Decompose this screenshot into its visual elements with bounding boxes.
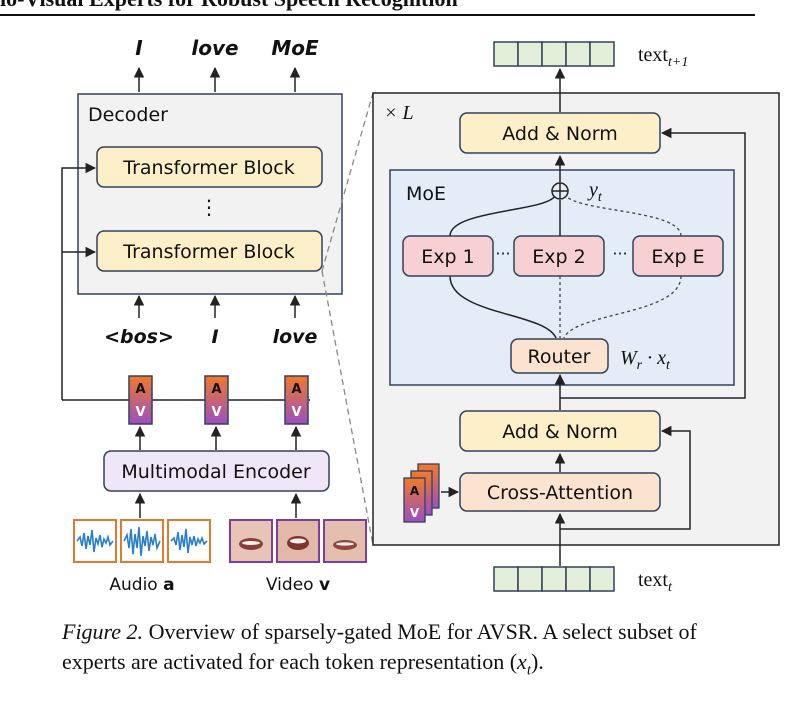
cross-attention (459, 472, 661, 512)
input-token-1: <bos> (104, 326, 174, 348)
add-norm-bottom-label: Add & Norm (502, 421, 618, 443)
svg-text:A: A (211, 382, 221, 397)
av-to-block-top-arrow (61, 162, 97, 400)
expert-dots-2: ··· (612, 244, 627, 263)
output-token-1: I (135, 36, 143, 60)
output-token-3: MoE (271, 36, 319, 60)
transformer-block-top (96, 146, 323, 188)
zoom-line-bottom (321, 270, 374, 546)
router (510, 338, 609, 374)
input-token-3: love (273, 326, 318, 348)
decoder-inputs: <bos> I love (104, 294, 318, 348)
text-input-label: textt (638, 569, 673, 595)
video-label: Video v (266, 575, 330, 595)
router-label: Router (528, 346, 591, 368)
expert-1-label: Exp 1 (421, 246, 474, 268)
block-ellipsis: ⋮ (199, 195, 219, 219)
svg-text:A: A (410, 484, 420, 498)
page-header: io-Visual Experts for Robust Speech Reco… (0, 0, 808, 46)
cross-attention-label: Cross-Attention (487, 482, 633, 504)
add-norm-bottom (459, 410, 661, 452)
expert-1 (402, 235, 494, 277)
residual-arrow-top (560, 127, 746, 399)
svg-text:V: V (410, 506, 420, 520)
expert-e (632, 235, 724, 277)
router-equation: Wr · xt (620, 347, 671, 373)
caption-text: Overview of sparsely-gated MoE for AVSR.… (62, 619, 697, 674)
caption-end: ). (530, 649, 544, 674)
expert-2-label: Exp 2 (532, 246, 585, 268)
av-token-stack: A V (403, 463, 440, 523)
decoder-outputs: I love MoE (133, 36, 319, 92)
transformer-block-top-label: Transformer Block (122, 157, 294, 179)
multimodal-encoder-label: Multimodal Encoder (121, 461, 310, 483)
audio-waveforms (73, 519, 211, 563)
svg-text:V: V (211, 405, 221, 420)
layer-repeat-label: × L (384, 102, 414, 124)
text-input-tokens (493, 566, 615, 592)
av-token-2: A V (204, 375, 229, 425)
expert-dots-1: ··· (495, 244, 510, 263)
expert-e-label: Exp E (651, 246, 704, 268)
text-output-tokens (493, 41, 615, 67)
decoder-title: Decoder (88, 104, 168, 126)
transformer-block-bottom-label: Transformer Block (122, 241, 294, 263)
caption-var: x (517, 649, 527, 674)
running-title: io-Visual Experts for Robust Speech Reco… (0, 0, 458, 12)
av-token-3: A V (284, 375, 309, 425)
text-output-label: textt+1 (638, 44, 688, 70)
zoom-line-top (321, 92, 374, 272)
header-rule (0, 14, 755, 16)
add-norm-top (459, 112, 661, 154)
multimodal-encoder (103, 450, 330, 492)
av-token-1: A V (128, 375, 153, 425)
svg-text:V: V (291, 405, 301, 420)
add-norm-top-label: Add & Norm (502, 123, 618, 145)
input-token-2: I (211, 326, 218, 348)
svg-text:A: A (135, 382, 145, 397)
video-frames (229, 519, 367, 563)
moe-title: MoE (406, 183, 446, 205)
caption-var-sub: t (526, 662, 531, 679)
output-token-2: love (191, 36, 238, 60)
caption-figure-number: Figure 2. (62, 619, 144, 644)
figure-caption: Figure 2. Overview of sparsely-gated MoE… (62, 617, 752, 685)
expert-2 (513, 235, 605, 277)
residual-arrow-bottom (560, 425, 691, 530)
transformer-block-bottom (96, 230, 323, 272)
audio-label: Audio a (109, 575, 174, 595)
svg-text:V: V (135, 405, 145, 420)
sum-label: yt (587, 179, 603, 205)
svg-text:A: A (291, 382, 301, 397)
